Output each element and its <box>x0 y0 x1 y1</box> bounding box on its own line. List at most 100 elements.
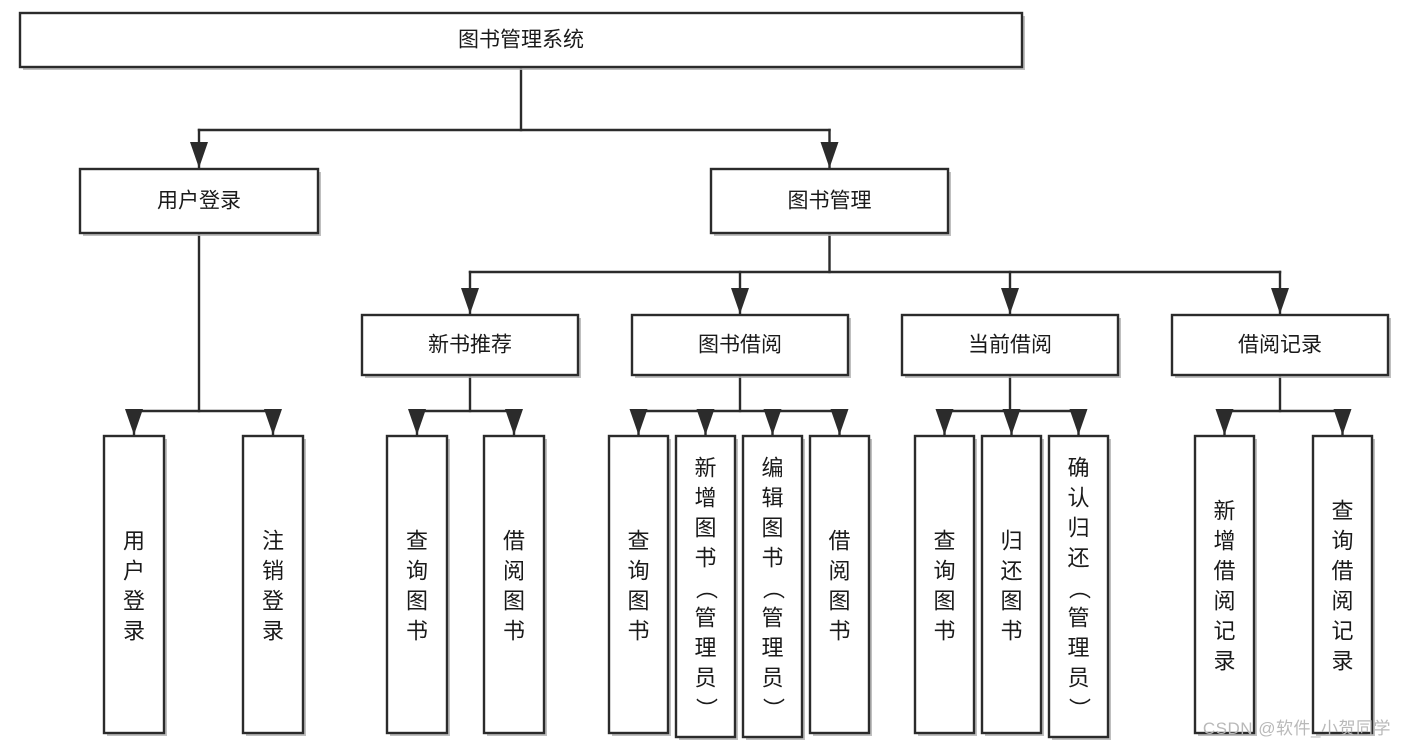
node-root-0[interactable]: 图书管理系统 <box>18 11 1025 70</box>
node-level3-1[interactable]: 图书借阅 <box>630 313 851 378</box>
arrow-head-icon <box>763 409 782 435</box>
node-label-char: 图 <box>694 516 716 541</box>
node-label-char: 查 <box>406 529 428 554</box>
node-label-char: 记 <box>1331 619 1353 644</box>
node-label: 图书管理系统 <box>458 29 584 52</box>
node-label-char: 理 <box>1067 636 1089 661</box>
boxes-layer: 图书管理系统用户登录图书管理新书推荐图书借阅当前借阅借阅记录用户登录注销登录查询… <box>18 11 1391 740</box>
node-level3-2[interactable]: 当前借阅 <box>900 313 1121 378</box>
node-level2-1[interactable]: 图书管理 <box>709 167 951 236</box>
node-label-char: 查 <box>1331 499 1353 524</box>
node-rect[interactable] <box>1047 434 1110 739</box>
node-label-char: 询 <box>627 559 649 584</box>
node-label-char: 员 <box>761 666 783 691</box>
node-level3-0[interactable]: 新书推荐 <box>360 313 581 378</box>
node-rect[interactable] <box>241 434 305 735</box>
node-rect[interactable] <box>78 167 320 235</box>
node-label-char: 书 <box>694 546 716 571</box>
node-label-char: 询 <box>933 559 955 584</box>
arrow-head-icon <box>935 409 954 435</box>
node-label-char: 登 <box>123 589 145 614</box>
node-rect[interactable] <box>18 11 1024 69</box>
watermark-text: CSDN @软件_小贺同学 <box>1202 719 1391 738</box>
node-label-char: 录 <box>123 619 145 644</box>
node-rect[interactable] <box>913 434 976 735</box>
node-label-char: 询 <box>406 559 428 584</box>
node-label-char: 书 <box>828 619 850 644</box>
node-label: 图书借阅 <box>698 334 782 357</box>
node-label-char: 登 <box>262 589 284 614</box>
arrow-head-icon <box>830 409 849 435</box>
node-leaf-0[interactable]: 用户登录 <box>102 434 167 736</box>
node-rect[interactable] <box>360 313 580 377</box>
node-label-char: 书 <box>627 619 649 644</box>
node-label-char: 图 <box>761 516 783 541</box>
node-label-char: 销 <box>262 559 284 584</box>
node-label-char: 还 <box>1067 546 1089 571</box>
node-label-char: 管 <box>694 606 716 631</box>
node-rect[interactable] <box>900 313 1120 377</box>
node-label-char: 增 <box>1213 529 1235 554</box>
node-label-char: ） <box>761 697 786 719</box>
node-rect[interactable] <box>674 434 737 739</box>
node-label-char: 阅 <box>1331 589 1353 614</box>
node-rect[interactable] <box>102 434 166 735</box>
node-rect[interactable] <box>741 434 804 739</box>
arrow-head-icon <box>731 288 749 314</box>
arrow-head-icon <box>1002 409 1021 435</box>
node-label-char: 阅 <box>503 559 525 584</box>
node-label-char: （ <box>761 577 786 599</box>
node-label-char: 借 <box>1331 559 1353 584</box>
node-label-char: 图 <box>933 589 955 614</box>
arrow-head-icon <box>629 409 648 435</box>
node-level3-3[interactable]: 借阅记录 <box>1170 313 1391 378</box>
node-rect[interactable] <box>607 434 670 735</box>
node-label-char: 编 <box>761 456 783 481</box>
node-label-char: 图 <box>1000 589 1022 614</box>
node-rect[interactable] <box>980 434 1043 735</box>
arrow-head-icon <box>264 409 282 435</box>
node-label-char: 归 <box>1067 516 1089 541</box>
node-label: 用户登录 <box>157 190 241 213</box>
node-label-char: 书 <box>933 619 955 644</box>
node-label-char: 理 <box>761 636 783 661</box>
node-level2-0[interactable]: 用户登录 <box>78 167 321 236</box>
node-label-char: 辑 <box>761 486 783 511</box>
node-label-char: 阅 <box>828 559 850 584</box>
node-rect[interactable] <box>808 434 871 735</box>
node-label-char: 图 <box>828 589 850 614</box>
node-label-char: 理 <box>694 636 716 661</box>
node-label-char: 录 <box>1213 649 1235 674</box>
node-rect[interactable] <box>1170 313 1390 377</box>
node-label-char: 记 <box>1213 619 1235 644</box>
node-label-char: 书 <box>503 619 525 644</box>
node-rect[interactable] <box>1193 434 1256 735</box>
node-label-char: 还 <box>1000 559 1022 584</box>
node-rect[interactable] <box>482 434 546 735</box>
arrow-head-icon <box>696 409 715 435</box>
node-label-char: 员 <box>694 666 716 691</box>
node-label-char: 注 <box>262 529 284 554</box>
node-rect[interactable] <box>709 167 950 235</box>
node-label-char: （ <box>1067 577 1092 599</box>
node-rect[interactable] <box>385 434 449 735</box>
node-rect[interactable] <box>630 313 850 377</box>
node-label-char: 用 <box>123 529 145 554</box>
node-label-char: 增 <box>694 486 716 511</box>
node-label-char: 录 <box>1331 649 1353 674</box>
node-rect[interactable] <box>1311 434 1374 735</box>
arrow-head-icon <box>1271 288 1289 314</box>
